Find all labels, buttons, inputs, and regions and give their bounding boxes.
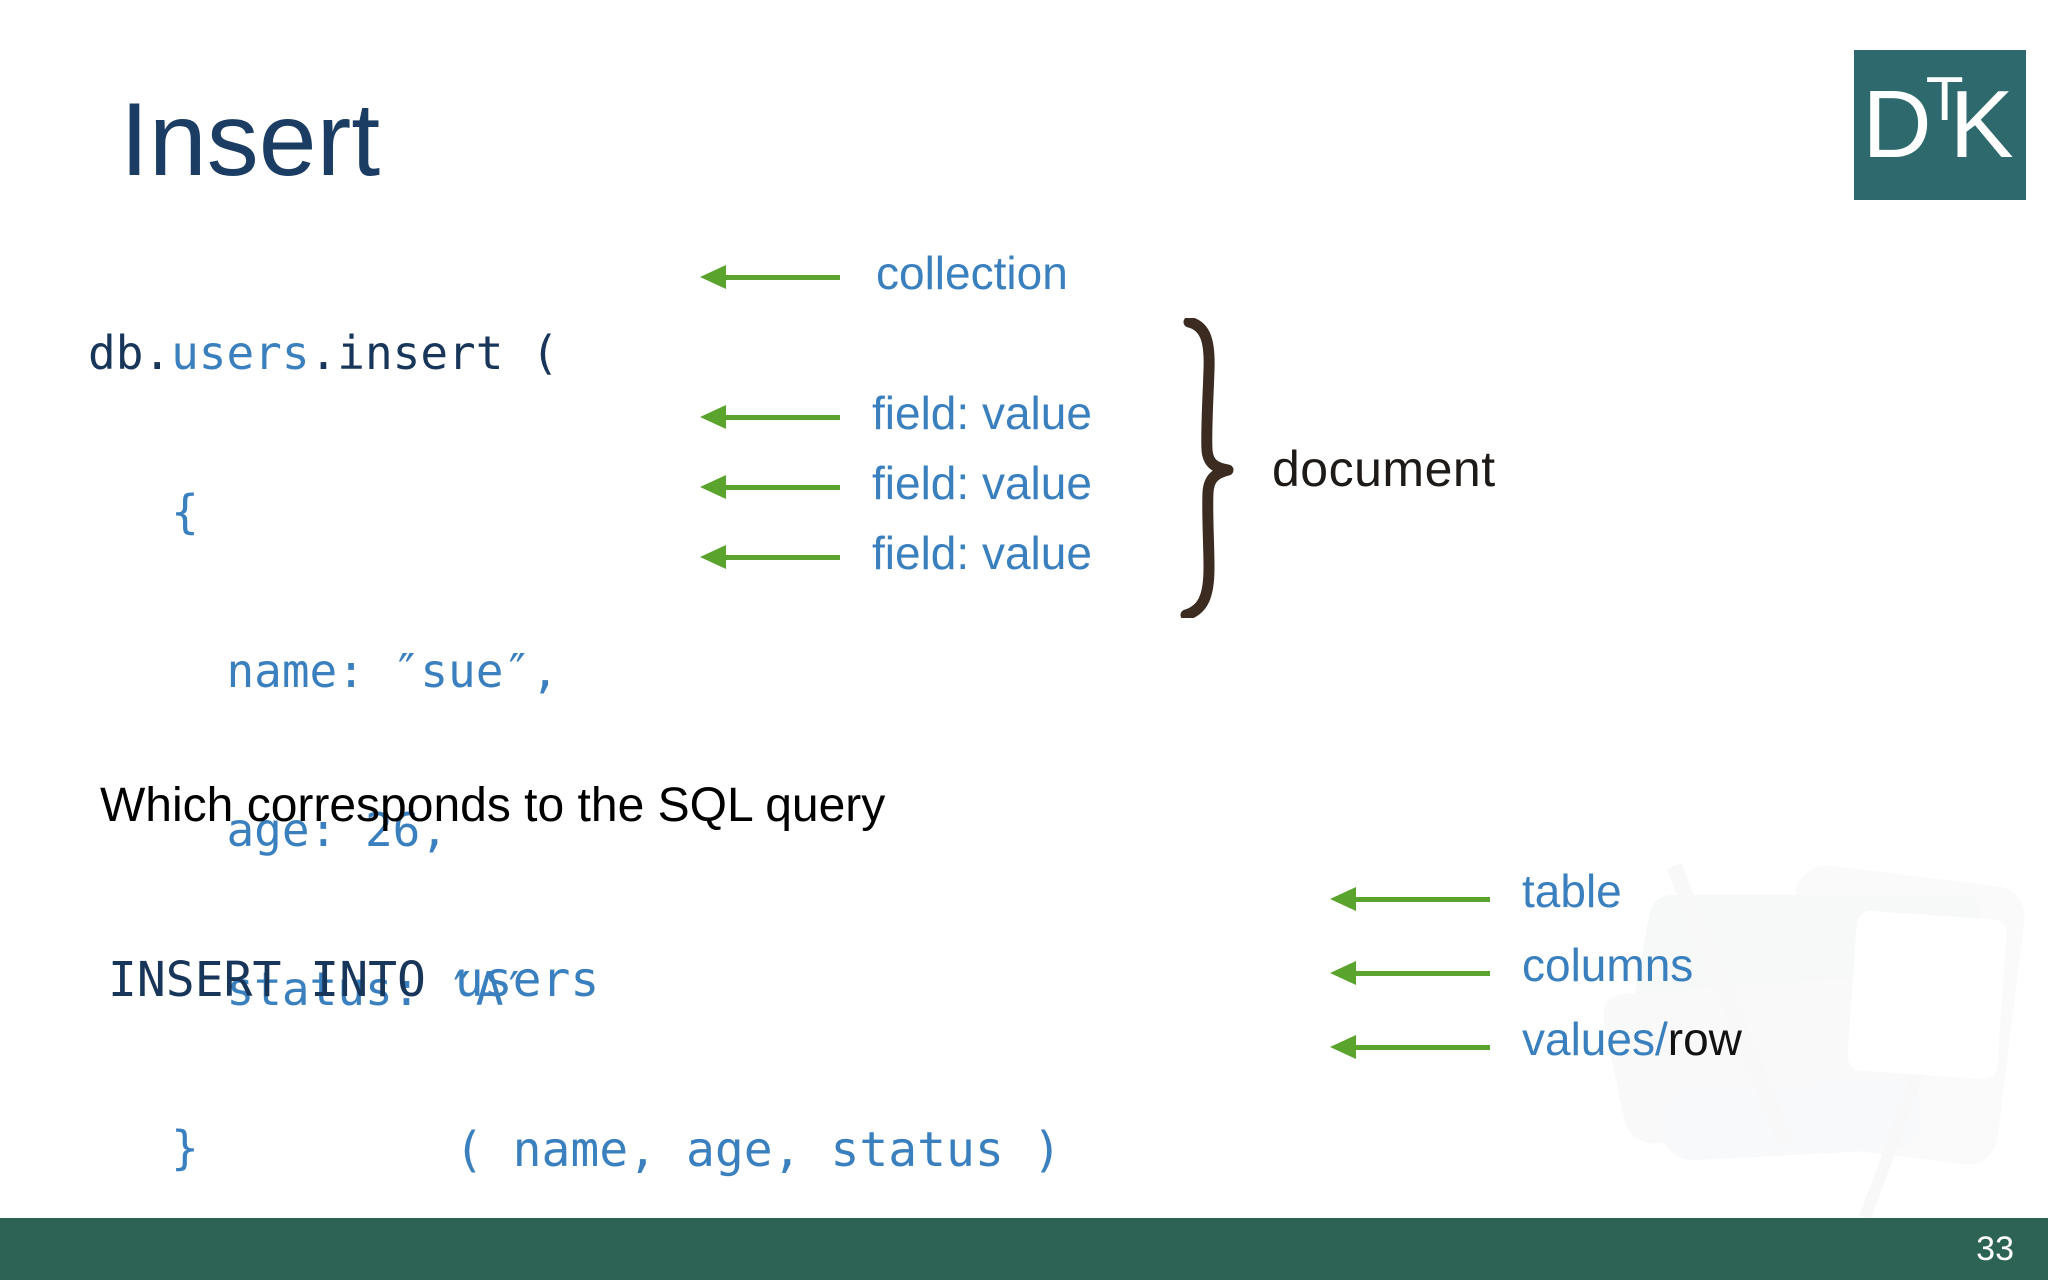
annotation-field-value-3: field: value [872, 527, 1092, 579]
annotation-columns: columns [1522, 939, 1694, 991]
code-token-open-brace: { [88, 485, 199, 539]
code-line: { [88, 489, 559, 556]
page-title: Insert [120, 82, 381, 198]
annotation-row-text: row [1667, 1013, 1742, 1065]
annotation-field-value-1: field: value [872, 387, 1092, 439]
page-number: 33 [1976, 1230, 2014, 1268]
logo-letter-d: D [1862, 71, 1931, 178]
logo-letter-k: K [1949, 71, 2014, 178]
code-token-insert-open: .insert ( [309, 326, 559, 380]
code-token-collection-users: users [171, 326, 310, 380]
code-line: status: ″A″ [88, 966, 559, 1033]
code-line: ( name, age, status ) [108, 1126, 1062, 1200]
sql-intro-sentence: Which corresponds to the SQL query [100, 779, 886, 832]
arrow-columns-icon [1330, 961, 1490, 985]
code-line: INSERT INTO users [108, 956, 1062, 1030]
code-line: age: 26, [88, 807, 559, 874]
sql-token-insert-into: INSERT INTO [108, 952, 455, 1008]
code-token-close-brace: } [88, 1121, 199, 1175]
annotation-document: document [1272, 441, 1496, 497]
code-token-field-age: age: 26, [88, 803, 449, 857]
annotation-field-value-2: field: value [872, 457, 1092, 509]
sql-code-block: INSERT INTO users ( name, age, status ) … [108, 860, 1062, 1280]
arrow-field-value-3-icon [700, 545, 840, 569]
sql-token-columns-list: ( name, age, status ) [108, 1122, 1062, 1178]
annotation-values-text: values/ [1522, 1013, 1668, 1065]
code-line: name: ″sue″, [88, 648, 559, 715]
annotation-values-row: values/row [1522, 1016, 1742, 1062]
arrow-field-value-2-icon [700, 475, 840, 499]
arrow-field-value-1-icon [700, 405, 840, 429]
code-line: db.users.insert ( [88, 330, 559, 397]
code-line: } [88, 1125, 559, 1192]
logo-letter-t: T [1925, 64, 1964, 134]
code-token-field-status: status: ″A″ [88, 962, 532, 1016]
arrow-values-row-icon [1330, 1035, 1490, 1059]
code-token-db: db. [88, 326, 172, 380]
sql-token-table-users: users [454, 952, 600, 1008]
annotation-table: table [1522, 865, 1622, 917]
arrow-collection-icon [700, 265, 840, 289]
mongodb-code-block: db.users.insert ( { name: ″sue″, age: 26… [88, 238, 559, 1280]
annotation-collection: collection [876, 247, 1068, 299]
footer-bar: 33 [0, 1218, 2048, 1280]
document-curly-brace-icon [1176, 316, 1246, 621]
arrow-table-icon [1330, 887, 1490, 911]
code-token-field-name: name: ″sue″, [88, 644, 559, 698]
